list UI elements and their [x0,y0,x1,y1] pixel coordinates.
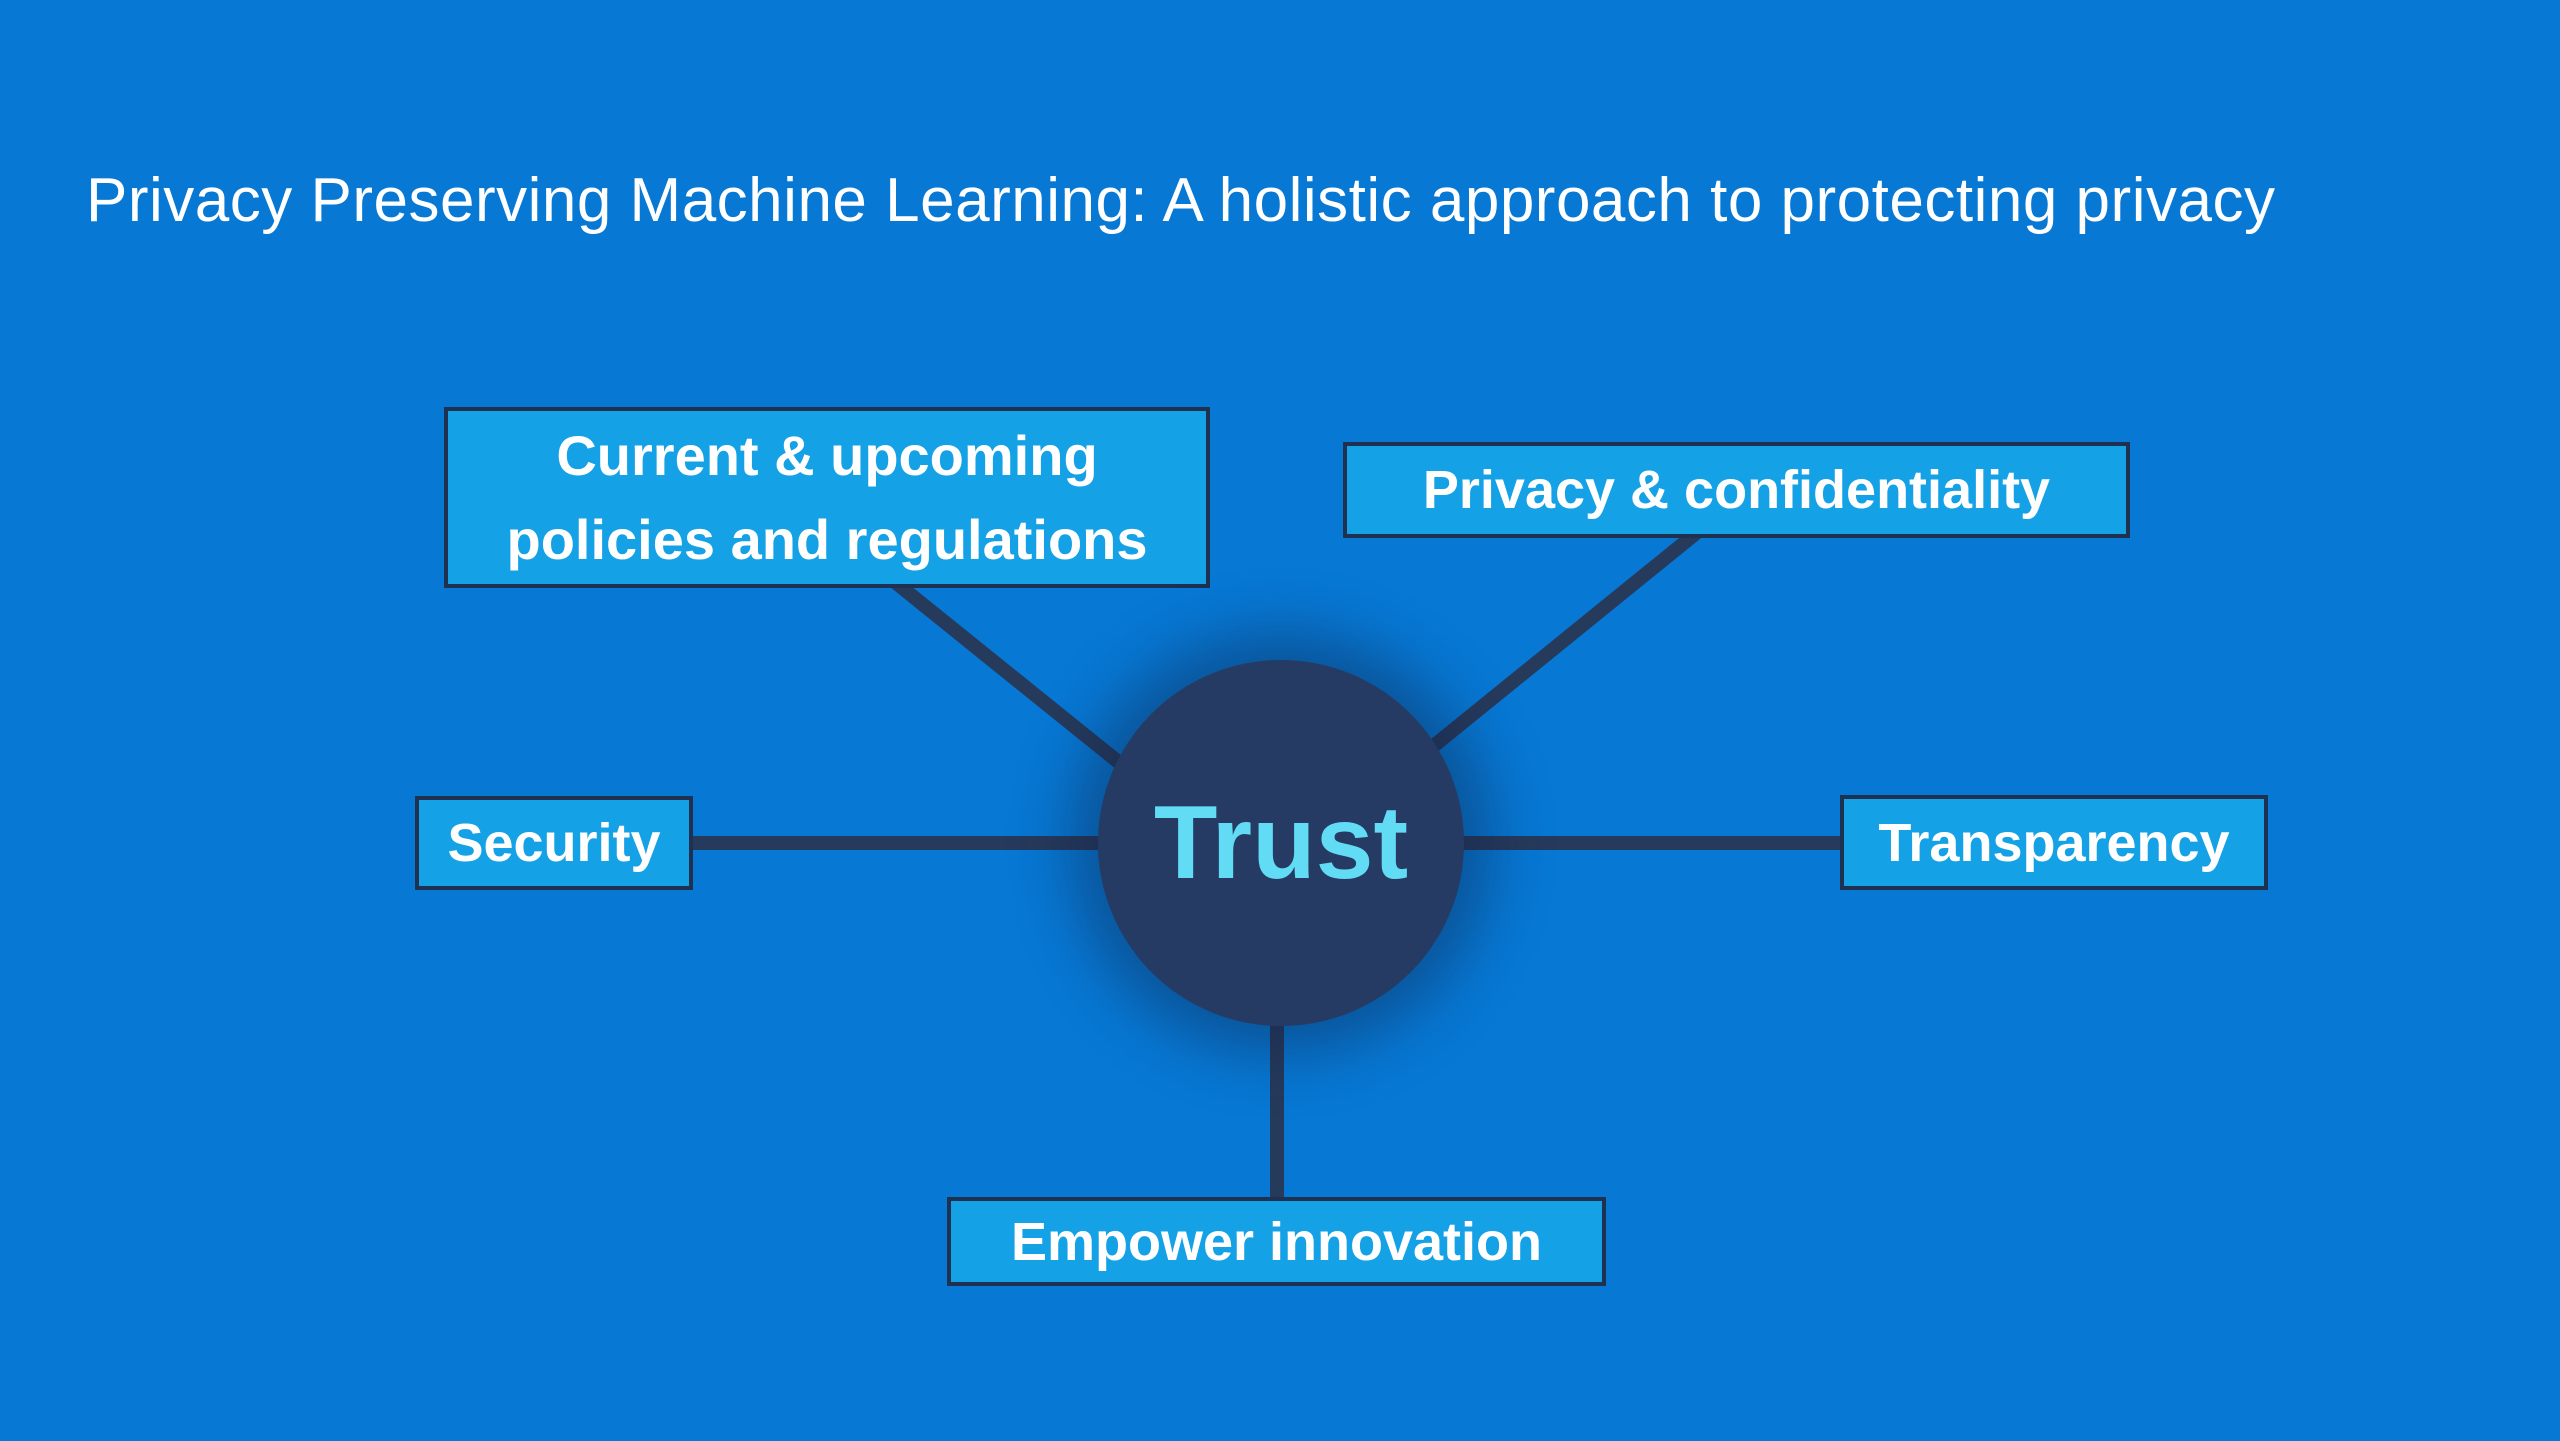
center-node-trust-label: Trust [1153,784,1409,901]
node-privacy-label: Privacy & confidentiality [1422,460,2051,520]
node-empower-innovation: Empower innovation [947,1197,1606,1286]
node-policies-line2: policies and regulations [506,507,1148,571]
slide-title: Privacy Preserving Machine Learning: A h… [86,166,2276,235]
node-privacy-confidentiality: Privacy & confidentiality [1343,442,2130,538]
node-empower-label: Empower innovation [1010,1211,1543,1272]
node-policies-regulations: Current & upcoming policies and regulati… [444,407,1210,588]
center-node-trust: Trust [1098,660,1464,1026]
node-security-label: Security [447,813,661,873]
node-policies-line1: Current & upcoming [556,423,1098,487]
node-security: Security [415,796,693,890]
node-transparency-label: Transparency [1878,812,2230,873]
node-transparency: Transparency [1840,795,2268,890]
